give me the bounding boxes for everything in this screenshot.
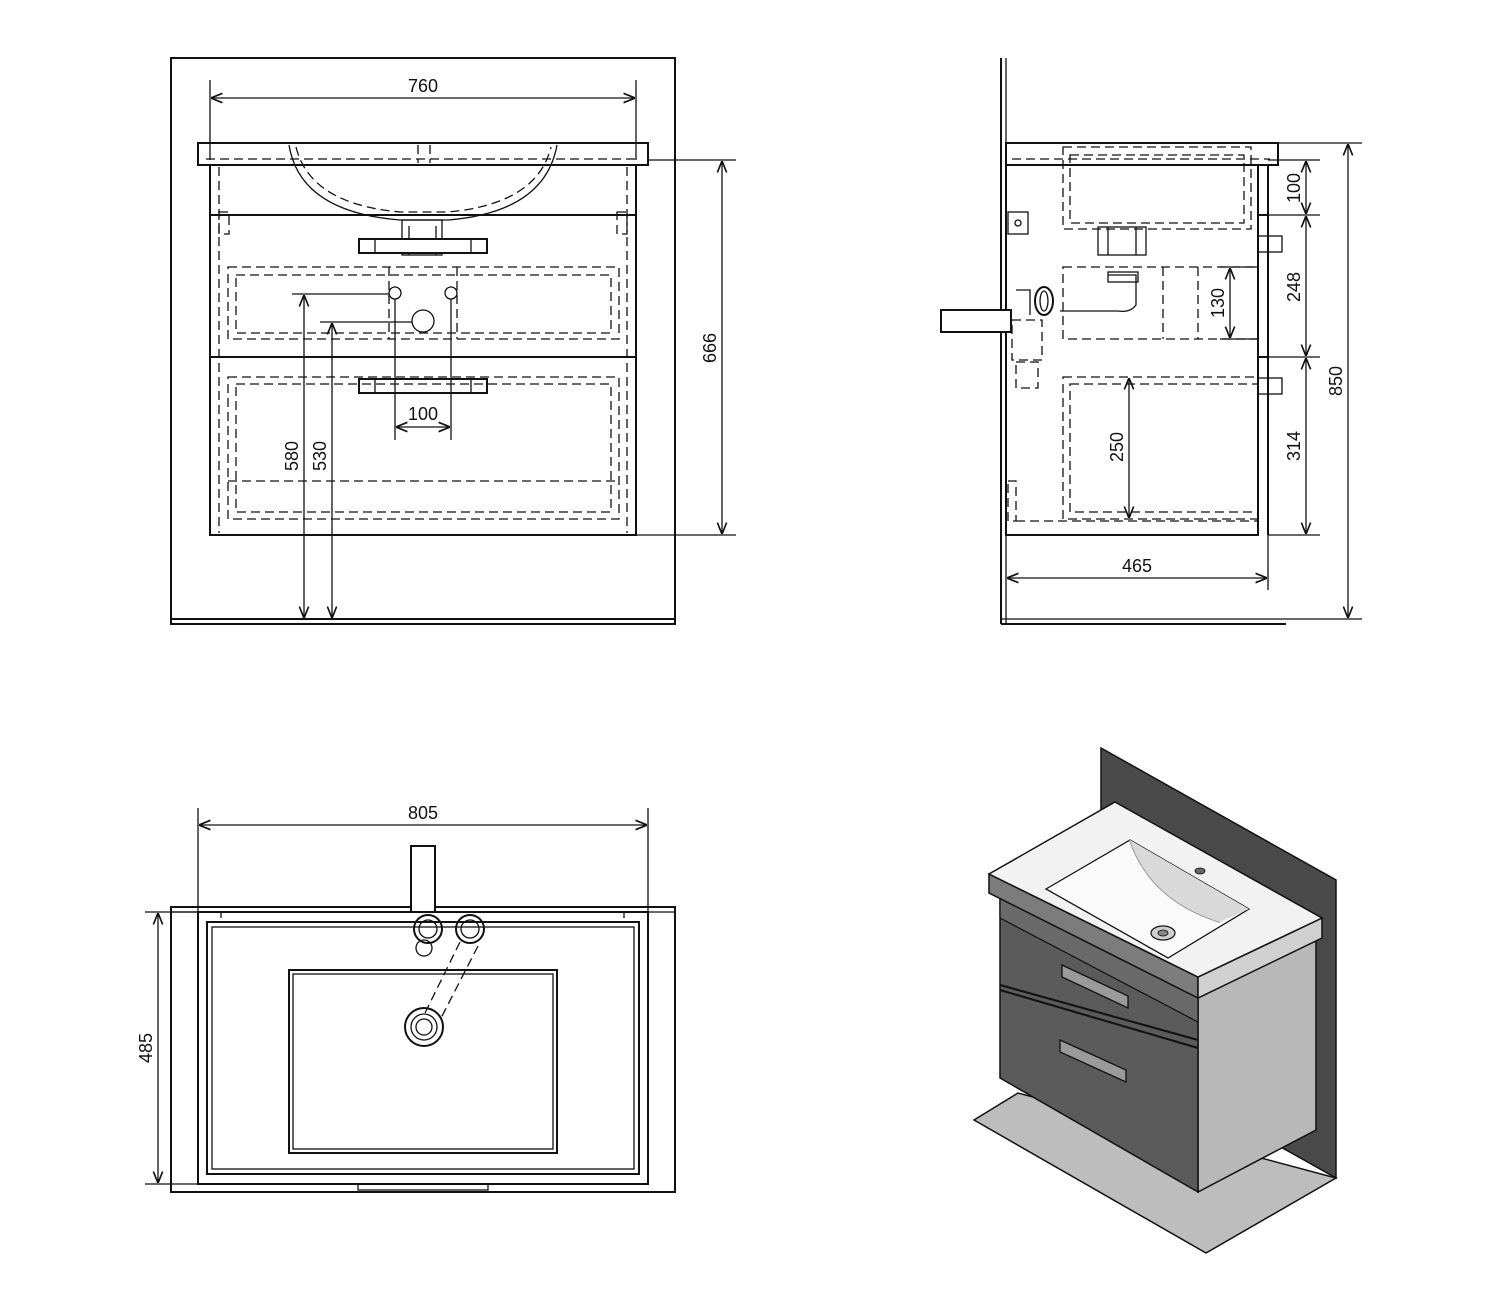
front-cabinet-body bbox=[209, 164, 637, 536]
iso-handle-top bbox=[1061, 963, 1129, 1010]
front-wall-outline bbox=[170, 57, 676, 625]
dim-side-drawer1-height: 248 bbox=[1284, 272, 1304, 302]
waste-hole-left bbox=[388, 286, 402, 300]
front-handle-top bbox=[358, 238, 488, 254]
side-cabinet-body bbox=[1005, 164, 1259, 536]
dim-side-drawer2-height: 314 bbox=[1284, 431, 1304, 461]
plan-view: 805 485 bbox=[136, 803, 676, 1193]
front-basin-top bbox=[197, 142, 649, 166]
dim-plan-width: 805 bbox=[408, 803, 438, 823]
plan-basin-bowl bbox=[288, 969, 558, 1154]
waste-hole-right bbox=[444, 286, 458, 300]
side-waste-pipe bbox=[940, 309, 1012, 333]
front-handle-bottom bbox=[358, 378, 488, 394]
dim-front-overall-width: 760 bbox=[408, 76, 438, 96]
plan-drain bbox=[404, 1007, 444, 1047]
plan-tap bbox=[410, 845, 436, 913]
front-bracket-right bbox=[616, 211, 628, 235]
dim-plan-depth: 485 bbox=[136, 1033, 156, 1063]
front-bracket-left bbox=[218, 211, 230, 235]
front-view: 760 666 100 580 530 bbox=[170, 57, 736, 625]
plan-basin-outline bbox=[197, 911, 649, 1185]
side-bracket bbox=[1007, 211, 1029, 235]
dim-side-total-height: 850 bbox=[1326, 366, 1346, 396]
iso-floor-shadow bbox=[972, 1092, 1338, 1254]
dim-front-height: 666 bbox=[700, 333, 720, 363]
iso-tap-hole bbox=[1194, 867, 1206, 875]
dim-front-waste-spacing: 100 bbox=[408, 404, 438, 424]
side-basin-top bbox=[1005, 142, 1279, 166]
dim-side-depth: 465 bbox=[1122, 556, 1152, 576]
dim-side-drawer2-inner: 250 bbox=[1107, 432, 1127, 462]
dim-side-top-offset: 100 bbox=[1284, 173, 1304, 203]
side-view: 100 248 314 850 130 250 465 bbox=[940, 58, 1362, 625]
dim-front-waste-height-upper: 580 bbox=[282, 441, 302, 471]
iso-handle-bottom bbox=[1059, 1038, 1127, 1084]
isometric-view bbox=[972, 746, 1338, 1254]
dim-side-siphon-height: 130 bbox=[1208, 288, 1228, 318]
drain-hole bbox=[411, 309, 435, 333]
dim-front-waste-height-lower: 530 bbox=[310, 441, 330, 471]
